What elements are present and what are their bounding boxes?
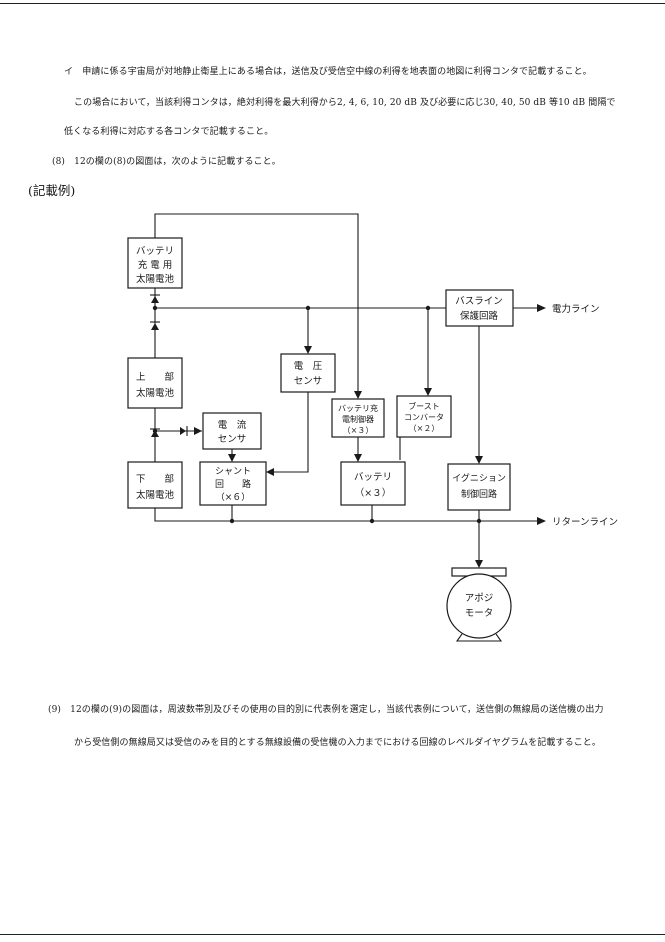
- upper-solar-l2: 太陽電池: [136, 387, 175, 399]
- arrow-to-current: [194, 427, 202, 435]
- block-bus-protect: バスライン 保護回路: [445, 289, 514, 327]
- apogee-motor-l2: モータ: [465, 608, 494, 619]
- boost-l3: （×２）: [409, 424, 440, 433]
- junction-ignition-return: [476, 518, 482, 524]
- charge-ctrl-l1: バッテリ充: [338, 403, 378, 413]
- block-voltage-sensor: 電 圧 センサ: [280, 353, 336, 393]
- junction-current: [152, 428, 158, 434]
- paragraph-i-line1: イ 申請に係る宇宙局が対地静止衛星上にある場合は，送信及び受信空中線の利得を地表…: [64, 67, 592, 77]
- shunt-l2: 回 路: [215, 478, 251, 490]
- battery-solar-l1: バッテリ: [136, 246, 174, 257]
- diode-current-branch: [180, 426, 188, 436]
- diode-upper: [150, 321, 160, 330]
- example-heading: (記載例): [28, 183, 76, 198]
- charge-ctrl-l2: 電制御器: [342, 414, 374, 424]
- arrow-to-ignition: [475, 456, 483, 464]
- arrow-to-charge-ctrl: [354, 391, 362, 399]
- ignition-l2: 制御回路: [461, 488, 497, 500]
- charge-ctrl-l3: （×３）: [343, 426, 374, 435]
- apogee-motor: アポジ モータ: [446, 567, 512, 642]
- boost-l1: ブースト: [408, 401, 440, 411]
- junction-boost: [425, 305, 431, 311]
- block-battery-solar: バッテリ 充 電 用 太陽電池: [127, 237, 183, 289]
- wire-return-line: [154, 508, 538, 522]
- block-battery: バッテリ （×３）: [340, 461, 406, 506]
- arrow-to-shunt-top: [228, 454, 236, 462]
- block-shunt: シャント 回 路 （×６）: [199, 461, 267, 506]
- block-upper-solar: 上 部 太陽電池: [127, 357, 183, 409]
- paragraph-9-line2: から受信側の無線局又は受信のみを目的とする無線設備の受信機の入力までにおける回線…: [74, 738, 601, 748]
- ignition-l1: イグニション: [452, 472, 506, 484]
- battery-solar-l2: 充 電 用: [138, 259, 173, 271]
- junction-left-bus: [152, 305, 158, 311]
- shunt-l1: シャント: [215, 467, 251, 477]
- junction-battery-return: [369, 518, 375, 524]
- junction-voltage: [305, 305, 311, 311]
- block-boost-converter: ブースト コンバータ （×２）: [396, 395, 452, 438]
- return-line-label: リターンライン: [552, 517, 618, 528]
- junction-shunt-return: [229, 518, 235, 524]
- bus-protect-l1: バスライン: [455, 296, 503, 307]
- battery-l2: （×３）: [355, 487, 391, 499]
- arrow-to-shunt-right: [266, 468, 274, 476]
- paragraph-i-line2: この場合において，当該利得コンタは，絶対利得を最大利得から2, 4, 6, 10…: [74, 98, 616, 108]
- battery-solar-l3: 太陽電池: [136, 273, 175, 285]
- paragraph-i-line3: 低くなる利得に対応する各コンタで記載すること。: [64, 127, 274, 137]
- arrow-power-line: [537, 304, 546, 312]
- arrow-to-boost: [424, 388, 432, 396]
- arrow-to-voltage: [304, 346, 312, 354]
- current-sensor-l2: センサ: [218, 434, 247, 445]
- paragraph-8: (8) 12の欄の(8)の図面は，次のように記載すること。: [52, 157, 281, 167]
- arrow-to-motor: [475, 560, 483, 568]
- power-line-label: 電力ライン: [552, 303, 600, 315]
- boost-l2: コンバータ: [404, 413, 444, 422]
- upper-solar-l1: 上 部: [136, 371, 174, 383]
- bottom-rule: [0, 934, 665, 935]
- diode-bus: [150, 294, 160, 303]
- block-current-sensor: 電 流 センサ: [202, 412, 262, 450]
- apogee-motor-l1: アポジ: [465, 593, 494, 604]
- lower-solar-l2: 太陽電池: [136, 489, 175, 501]
- block-charge-controller: バッテリ充 電制御器 （×３）: [331, 398, 385, 438]
- block-ignition: イグニション 制御回路: [447, 463, 511, 511]
- voltage-sensor-l1: 電 圧: [294, 361, 323, 372]
- voltage-sensor-l2: センサ: [294, 376, 323, 387]
- top-rule: [0, 3, 665, 4]
- current-sensor-l1: 電 流: [218, 419, 247, 431]
- wire-top-loop: [154, 213, 359, 398]
- paragraph-9-line1: (9) 12の欄の(9)の図面は，周波数帯別及びその使用の目的別に代表例を選定し…: [48, 705, 604, 715]
- shunt-l3: （×６）: [216, 492, 251, 503]
- lower-solar-l1: 下 部: [136, 473, 174, 485]
- wire-voltage-to-shunt: [267, 392, 309, 473]
- arrow-return-line: [537, 517, 546, 525]
- battery-l1: バッテリ: [354, 472, 392, 483]
- bus-protect-l2: 保護回路: [460, 310, 499, 322]
- block-lower-solar: 下 部 太陽電池: [127, 461, 183, 509]
- arrow-to-battery: [354, 454, 362, 462]
